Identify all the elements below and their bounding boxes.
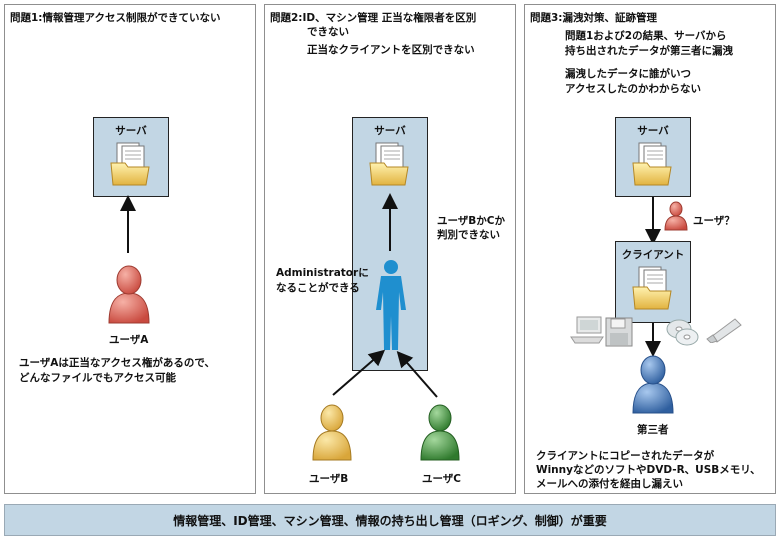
leak-arrows <box>645 197 661 357</box>
problem2-subtitle: 正当なクライアントを区別できない <box>307 44 475 56</box>
problem2-title-line1: 問題2:ID、マシン管理 正当な権限者を区別 <box>270 12 477 24</box>
client-box: クライアント <box>615 241 691 323</box>
problem3-panel: 問題3:漏洩対策、証跡管理 問題1および2の結果、サーバから 持ち出されたデータ… <box>524 4 776 494</box>
folder-documents-icon <box>632 142 672 186</box>
third-party-label: 第三者 <box>637 424 669 436</box>
cd-dvd-icon <box>666 319 699 346</box>
problem1-panel: 問題1:情報管理アクセス制限ができていない サーバ ユーザA ユーザAは正当なア… <box>4 4 256 494</box>
problem2-panel: 問題2:ID、マシン管理 正当な権限者を区別 できない 正当なクライアントを区別… <box>264 4 516 494</box>
folder-documents-icon <box>632 266 672 310</box>
admin-note-line1: Administratorに <box>276 267 369 279</box>
unknown-user-label: ユーザ？ <box>693 215 735 227</box>
identify-note-line2: 判別できない <box>437 229 500 241</box>
problem2-title-line2: できない <box>307 26 349 38</box>
user-b-label: ユーザB <box>309 473 349 485</box>
caption-line1: ユーザAは正当なアクセス権があるので、 <box>19 357 215 369</box>
server-box: サーバ <box>615 117 691 197</box>
server-label: サーバ <box>115 125 147 137</box>
problem1-title: 問題1:情報管理アクセス制限ができていない <box>10 12 221 24</box>
usb-memory-icon <box>706 318 742 343</box>
administrator-silhouette-icon <box>376 260 406 350</box>
server-label: サーバ <box>637 125 669 137</box>
admin-note-line2: なることができる <box>276 282 360 294</box>
note1-line1: 問題1および2の結果、サーバから <box>565 30 727 42</box>
server-box: サーバ <box>93 117 169 197</box>
problem3-title: 問題3:漏洩対策、証跡管理 <box>530 12 658 24</box>
folder-documents-icon <box>110 142 150 186</box>
pc-icon <box>570 316 604 344</box>
caption-line3: メールへの添付を経由し漏えい <box>536 478 683 490</box>
caption-line1: クライアントにコピーされたデータが <box>536 450 715 462</box>
floppy-disk-icon <box>605 317 633 347</box>
note1-line2: 持ち出されたデータが第三者に漏洩 <box>565 45 733 57</box>
user-b-icon <box>312 404 352 461</box>
server-label: サーバ <box>374 125 406 137</box>
client-label: クライアント <box>621 249 685 261</box>
caption-line2: WinnyなどのソフトやDVD-R、USBメモリ、 <box>536 464 761 476</box>
user-a-label: ユーザA <box>109 334 149 346</box>
flow-arrows <box>332 193 438 398</box>
note2-line2: アクセスしたのかわからない <box>565 83 701 95</box>
conclusion-banner: 情報管理、ID管理、マシン管理、情報の持ち出し管理（ロギング、制御）が重要 <box>4 504 776 536</box>
caption-line2: どんなファイルでもアクセス可能 <box>19 372 176 384</box>
user-c-icon <box>420 404 460 461</box>
access-arrow <box>120 195 136 253</box>
unknown-user-icon <box>664 201 688 231</box>
third-party-icon <box>632 355 674 414</box>
identify-note-line1: ユーザBかCか <box>437 215 505 227</box>
folder-documents-icon <box>369 142 409 186</box>
conclusion-text: 情報管理、ID管理、マシン管理、情報の持ち出し管理（ロギング、制御）が重要 <box>173 513 607 528</box>
note2-line1: 漏洩したデータに誰がいつ <box>565 68 691 80</box>
user-a-icon <box>108 265 150 324</box>
user-c-label: ユーザC <box>422 473 461 485</box>
